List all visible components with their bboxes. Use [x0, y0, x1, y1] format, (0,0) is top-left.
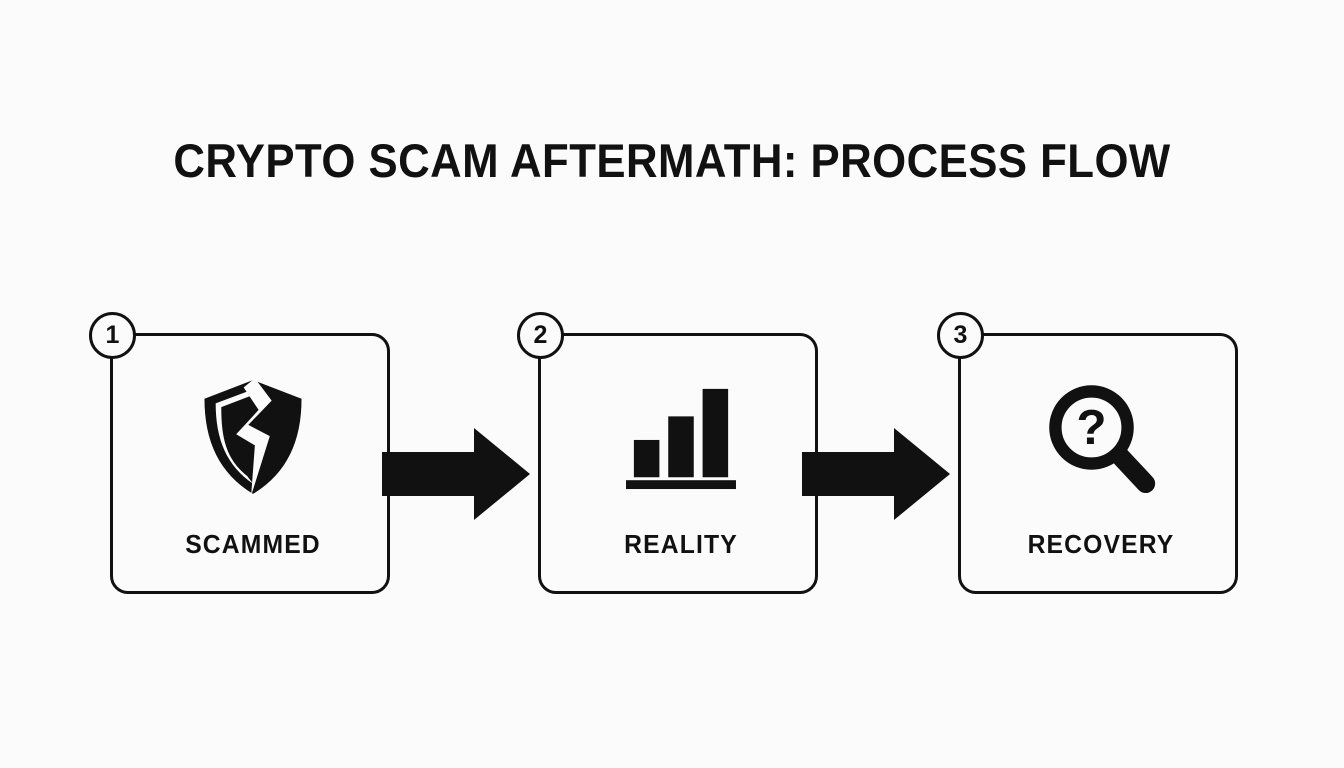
step-card-reality[interactable]: 2 REALITY: [517, 312, 821, 594]
process-flow-row: 1 SCAMMED 2: [89, 312, 1241, 594]
step-number-badge-3: 3: [937, 312, 984, 359]
step-label-recovery: RECOVERY: [1027, 529, 1175, 559]
arrow-step1-to-step2: [382, 427, 530, 521]
question-mark-glyph: ?: [1076, 400, 1106, 455]
bar-chart-icon: [541, 372, 821, 502]
broken-shield-icon: [113, 372, 393, 502]
step-card-scammed[interactable]: 1 SCAMMED: [89, 312, 393, 594]
step-label-reality: REALITY: [624, 529, 738, 559]
arrow-step2-to-step3: [802, 427, 950, 521]
step-card-recovery[interactable]: 3 ? RECOVERY: [937, 312, 1241, 594]
step-number-badge-1: 1: [89, 312, 136, 359]
step-label-scammed: SCAMMED: [185, 529, 321, 559]
step-number-badge-2: 2: [517, 312, 564, 359]
page-title: CRYPTO SCAM AFTERMATH: PROCESS FLOW: [173, 134, 1171, 187]
magnifier-question-icon: ?: [961, 372, 1241, 502]
